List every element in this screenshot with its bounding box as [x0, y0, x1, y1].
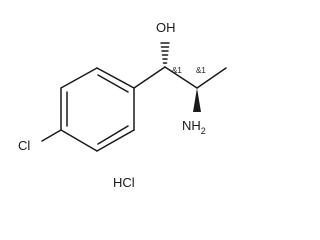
solid-wedge-nh2 [193, 88, 201, 112]
ring-to-c1-bond [133, 66, 166, 89]
structure-drawing: OH NH2 Cl &1 &1 HCl [18, 20, 227, 190]
stereo-label-c2: &1 [196, 66, 206, 75]
ring-bond-4 [60, 129, 98, 152]
ring-double-bond-1 [97, 74, 129, 93]
chlorine-bond [41, 129, 62, 142]
chlorine-label: Cl [18, 138, 30, 153]
methyl-bond [196, 67, 227, 89]
stereo-label-c1: &1 [172, 66, 182, 75]
benzene-ring [60, 67, 135, 152]
ring-bond-3 [96, 129, 135, 152]
hydroxyl-label: OH [156, 20, 176, 35]
ring-bond-6 [60, 67, 98, 89]
amine-text: NH [182, 118, 201, 133]
hashed-wedge-oh [160, 42, 170, 64]
ring-double-bond-2 [97, 125, 129, 145]
amine-label: NH2 [182, 118, 206, 136]
salt-label: HCl [113, 175, 135, 190]
ring-bond-1 [96, 67, 135, 89]
amine-subscript: 2 [201, 126, 206, 136]
c1-c2-bond [164, 66, 198, 89]
